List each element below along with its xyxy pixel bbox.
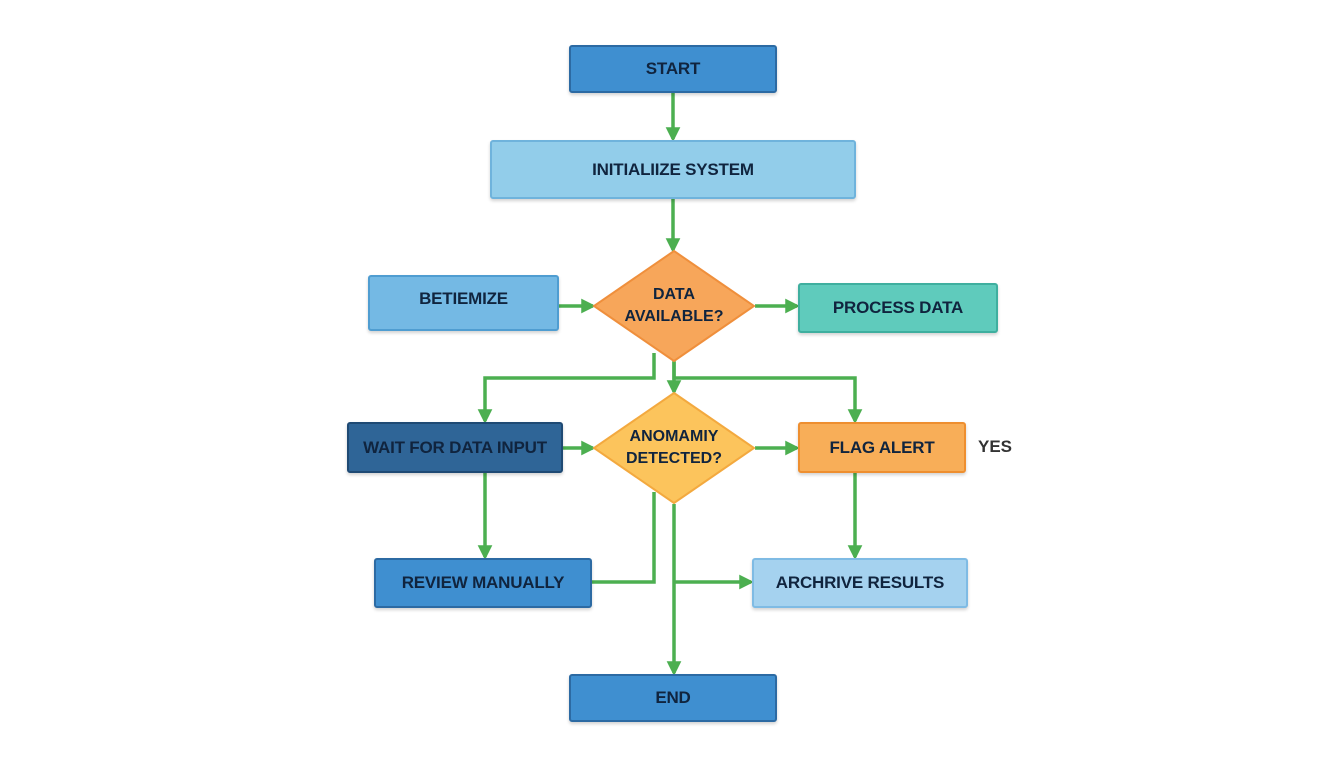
process-data-label: PROCESS DATA xyxy=(832,298,964,317)
connector-review-anomaly xyxy=(592,492,656,584)
flag-alert-label: FLAG ALERT xyxy=(829,437,935,457)
start-label: START xyxy=(645,59,701,78)
decision-data-available[interactable]: DATA AVAILABLE? xyxy=(614,278,734,334)
initialize-system-node[interactable]: INITIALIIZE SYSTEM xyxy=(490,140,856,199)
initialize-system-label: INITIALIIZE SYSTEM xyxy=(592,159,754,179)
wait-for-data-input-node[interactable]: WAIT FOR DATA INPUT xyxy=(347,422,563,473)
process-data-node[interactable]: PROCESS DATA xyxy=(798,283,998,333)
wait-for-data-input-label: WAIT FOR DATA INPUT xyxy=(363,437,547,457)
review-manually-label: REVIEW MANUALLY xyxy=(401,573,565,592)
decision-anomaly-shape xyxy=(592,391,756,505)
decision-data-available-line2: AVAILABLE? xyxy=(624,308,724,325)
betiemize-node[interactable]: BETIEMIZE xyxy=(368,275,559,331)
yes-edge-label: YES xyxy=(978,437,1013,456)
end-node[interactable]: END xyxy=(569,674,777,722)
archive-results-label: ARCHRIVE RESULTS xyxy=(775,573,945,592)
decision-data-available-line1: DATA xyxy=(652,286,696,303)
review-manually-node[interactable]: REVIEW MANUALLY xyxy=(374,558,592,608)
decision-anomaly-line1: ANOMAMIY xyxy=(629,428,719,445)
connector-decision-wait xyxy=(477,353,656,424)
betiemize-label: BETIEMIZE xyxy=(419,289,508,308)
decision-data-available-shape xyxy=(592,249,756,363)
decision-anomaly-line2: DETECTED? xyxy=(626,450,722,467)
flag-alert-node[interactable]: FLAG ALERT xyxy=(798,422,966,473)
archive-results-node[interactable]: ARCHRIVE RESULTS xyxy=(752,558,968,608)
start-node[interactable]: START xyxy=(569,45,777,93)
decision-anomaly-detected[interactable]: ANOMAMIY DETECTED? xyxy=(614,420,734,476)
end-label: END xyxy=(655,688,691,707)
